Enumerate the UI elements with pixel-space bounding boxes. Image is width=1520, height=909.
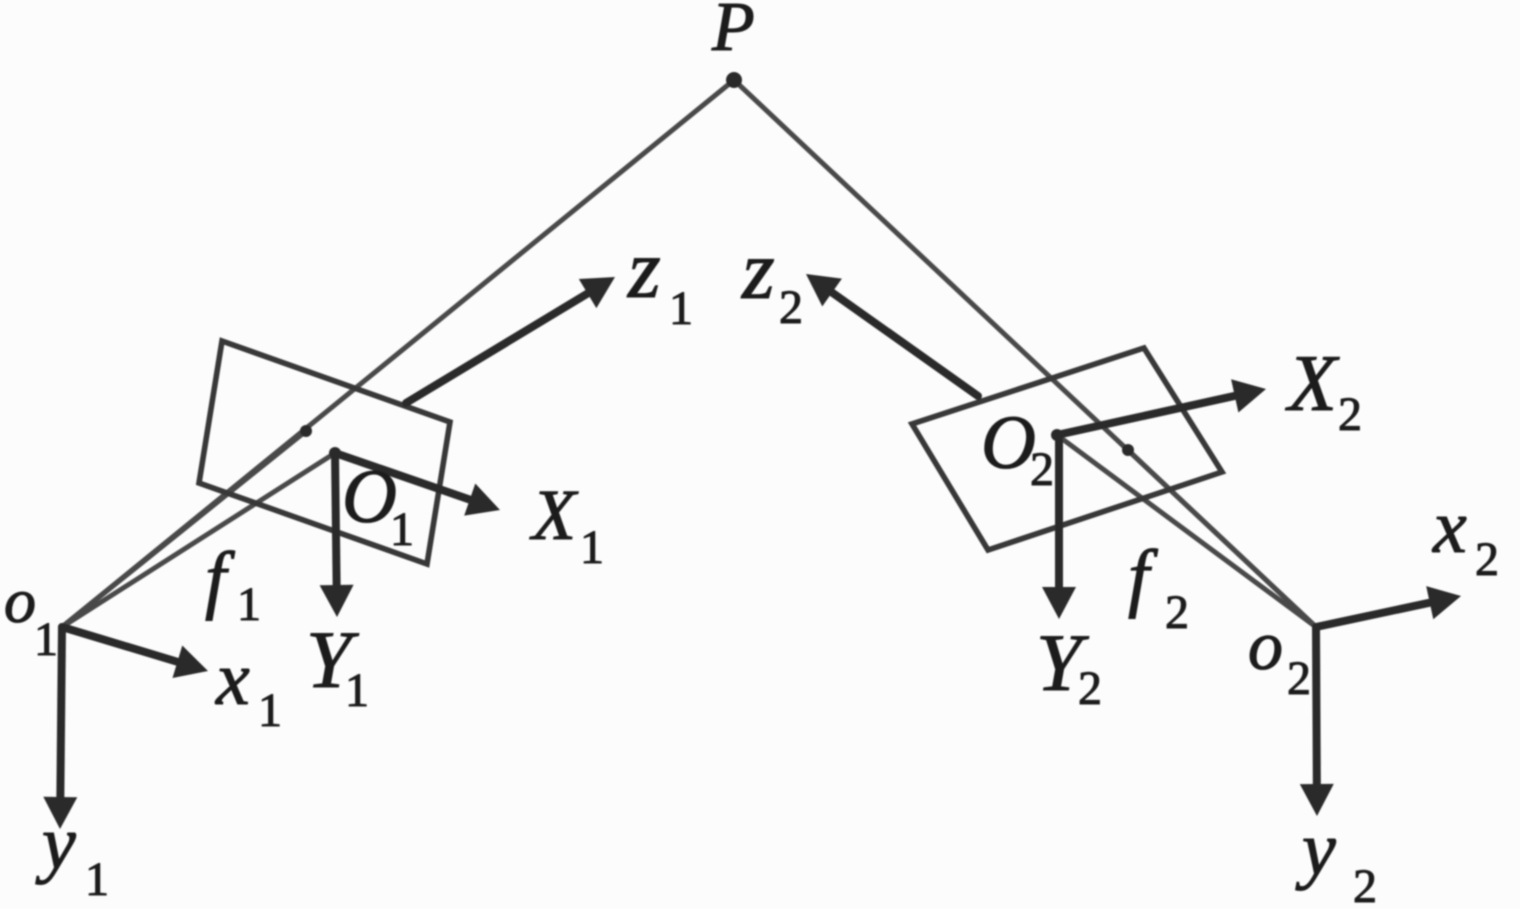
svg-text:P: P — [711, 0, 755, 66]
svg-text:x: x — [1432, 485, 1467, 569]
svg-text:O: O — [981, 401, 1036, 485]
svg-text:2: 2 — [1475, 533, 1499, 586]
svg-text:2: 2 — [1287, 652, 1311, 705]
svg-text:X: X — [1285, 340, 1340, 428]
svg-text:1: 1 — [258, 684, 282, 737]
svg-text:O: O — [342, 455, 397, 539]
svg-text:1: 1 — [34, 613, 58, 666]
svg-text:1: 1 — [85, 853, 109, 904]
svg-text:o: o — [4, 565, 36, 636]
svg-text:1: 1 — [390, 503, 414, 556]
svg-text:Y: Y — [1036, 617, 1089, 708]
svg-text:1: 1 — [580, 521, 604, 574]
svg-text:y: y — [1295, 807, 1336, 891]
svg-text:2: 2 — [1078, 662, 1102, 715]
svg-text:1: 1 — [669, 282, 693, 335]
svg-text:z: z — [741, 224, 775, 317]
svg-text:2: 2 — [1338, 388, 1362, 441]
svg-text:X: X — [529, 475, 579, 555]
svg-text:2: 2 — [779, 281, 803, 334]
svg-text:2: 2 — [1353, 860, 1377, 904]
svg-text:y: y — [35, 801, 76, 885]
svg-text:1: 1 — [237, 578, 261, 631]
svg-text:2: 2 — [1030, 443, 1054, 496]
svg-text:o: o — [1248, 608, 1283, 685]
svg-text:1: 1 — [345, 664, 369, 717]
svg-text:x: x — [215, 637, 250, 721]
svg-text:2: 2 — [1165, 586, 1189, 639]
svg-text:Y: Y — [306, 614, 359, 705]
svg-text:z: z — [627, 223, 661, 316]
